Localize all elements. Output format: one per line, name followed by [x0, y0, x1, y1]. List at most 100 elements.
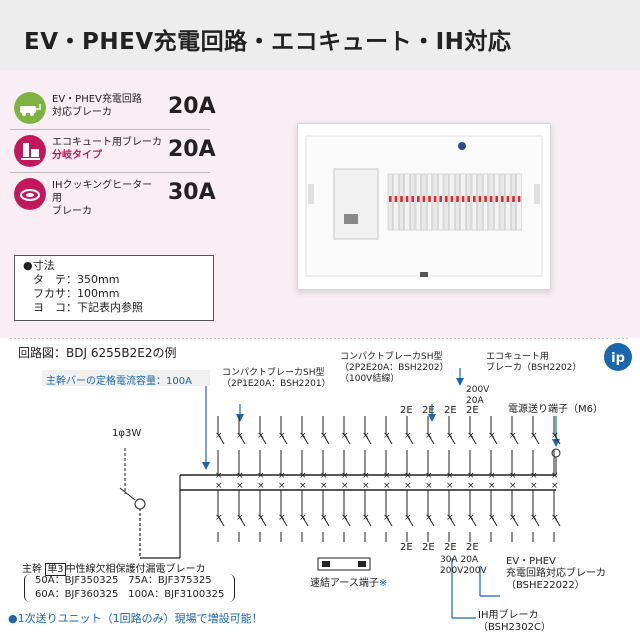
branch-breaker-contact: × — [236, 431, 244, 441]
branch-breaker-contact: × — [467, 481, 475, 491]
dimensions-heading: ●寸法 — [23, 259, 55, 272]
branch-breaker-contact: × — [509, 513, 517, 523]
branch-breaker-line — [217, 515, 225, 527]
branch-breaker-contact: × — [467, 513, 475, 523]
feature-ih-line1: IHクッキングヒーター用 — [52, 180, 153, 204]
breaker-indicator — [489, 196, 493, 202]
branch-breaker-contact: × — [278, 513, 286, 523]
branch-breaker-line — [385, 515, 393, 527]
feature-ev-line2: 対応ブレーカ — [52, 107, 112, 118]
branch-breaker-contact: × — [509, 471, 517, 481]
branch-breaker-line — [385, 433, 393, 445]
feature-ecocute: エコキュート用ブレーカ 分岐タイプ 20A — [10, 133, 216, 171]
breaker-indicator — [417, 196, 420, 202]
branch-breaker-contact: × — [236, 471, 244, 481]
branch-breaker-line — [343, 433, 351, 445]
branch-breaker-contact: × — [362, 513, 370, 523]
breaker-indicator — [484, 196, 487, 202]
branch-breaker-contact: × — [404, 471, 412, 481]
branch-breaker-line — [301, 515, 309, 527]
branch-breaker-contact: × — [488, 513, 496, 523]
branch-breaker-contact: × — [299, 471, 307, 481]
divider — [10, 172, 210, 173]
ev-charger-icon — [14, 92, 46, 124]
dimension-width: ヨ コ：下記表内参照 — [33, 301, 143, 314]
brand-logo-icon: ip — [604, 343, 632, 371]
ih-breaker-label: IH用ブレーカ（BSH2302C） — [478, 610, 551, 633]
header-bar: EV・PHEV充電回路・エコキュート・IH対応 — [0, 0, 640, 70]
top-2e-1: 2E — [400, 405, 413, 416]
branch-breaker-contact: × — [341, 481, 349, 491]
breaker-indicator — [501, 196, 504, 202]
breaker-indicator — [512, 196, 515, 202]
svg-text:ip: ip — [611, 351, 625, 366]
feature-ev-amps: 20A — [168, 94, 216, 119]
branch-breaker-line — [238, 433, 246, 445]
branch-breaker-contact: × — [404, 513, 412, 523]
branch-breaker-contact: × — [236, 481, 244, 491]
breaker-indicator — [495, 196, 498, 202]
branch-breaker-line — [469, 515, 477, 527]
branch-breaker-contact: × — [551, 431, 559, 441]
branch-breaker-contact: × — [320, 471, 328, 481]
compact-sh-1-label: コンパクトブレーカSH型（2P1E20A：BSH2201） — [222, 368, 331, 389]
phase-label: 1φ3W — [112, 428, 142, 439]
branch-breaker-contact: × — [320, 481, 328, 491]
feature-ecocute-amps: 20A — [168, 137, 216, 162]
diagram-title: 回路図：BDJ 6255B2E2の例 — [18, 346, 177, 360]
branch-breaker-contact: × — [215, 481, 223, 491]
branch-breaker-line — [427, 433, 435, 445]
branch-breaker-contact: × — [278, 431, 286, 441]
branch-breaker-contact: × — [299, 513, 307, 523]
branch-breaker-contact: × — [425, 431, 433, 441]
branch-breaker-contact: × — [509, 431, 517, 441]
feature-ih-line2: ブレーカ — [52, 206, 92, 217]
circuit-diagram: ip ×××××××××××××××××××××××××××××××××××××… — [0, 338, 640, 637]
branch-breaker-contact: × — [446, 431, 454, 441]
branch-breaker-contact: × — [257, 431, 265, 441]
product-image — [297, 123, 551, 290]
branch-breaker-contact: × — [551, 481, 559, 491]
top-2e-3: 2E — [444, 405, 457, 416]
branch-breaker-contact: × — [467, 471, 475, 481]
branch-breaker-contact: × — [530, 481, 538, 491]
feature-ih: IHクッキングヒーター用 ブレーカ 30A — [10, 176, 216, 217]
branch-breaker-line — [448, 515, 456, 527]
breaker-indicator — [445, 196, 448, 202]
divider — [10, 129, 210, 130]
branch-breaker-contact: × — [278, 481, 286, 491]
dimension-height: タ テ：350mm — [33, 273, 120, 286]
feature-ev: EV・PHEV充電回路 対応ブレーカ 20A — [10, 90, 216, 128]
breaker-indicator — [461, 196, 465, 202]
branch-breaker-contact: × — [467, 431, 475, 441]
page-title: EV・PHEV充電回路・エコキュート・IH対応 — [24, 29, 512, 55]
branch-breaker-line — [217, 433, 225, 445]
branch-breaker-contact: × — [383, 431, 391, 441]
branch-breaker-contact: × — [278, 471, 286, 481]
bottom-2e-3: 2E — [444, 542, 457, 553]
feature-ev-line1: EV・PHEV充電回路 — [52, 94, 142, 105]
breaker-indicator — [405, 196, 409, 202]
branch-breaker-contact: × — [341, 471, 349, 481]
breaker-indicator — [517, 196, 521, 202]
branch-breaker-contact: × — [383, 513, 391, 523]
branch-breaker-line — [280, 515, 288, 527]
branch-breaker-contact: × — [362, 481, 370, 491]
breaker-indicator — [433, 196, 437, 202]
feature-ih-amps: 30A — [168, 180, 216, 205]
branch-breaker-contact: × — [362, 431, 370, 441]
branch-breaker-contact: × — [383, 481, 391, 491]
branch-breaker-line — [553, 433, 561, 445]
branch-breaker-line — [406, 515, 414, 527]
branch-breaker-contact: × — [488, 431, 496, 441]
ih-cooker-icon — [14, 178, 46, 210]
expansion-note: ●1次送りユニット（1回路のみ）現場で増設可能！ — [8, 612, 263, 625]
breaker-indicator — [439, 196, 442, 202]
branch-breaker-line — [469, 433, 477, 445]
branch-breaker-line — [532, 515, 540, 527]
branch-breaker-contact: × — [425, 481, 433, 491]
breaker-indicator — [394, 196, 398, 202]
top-2e-2: 2E — [422, 405, 435, 416]
